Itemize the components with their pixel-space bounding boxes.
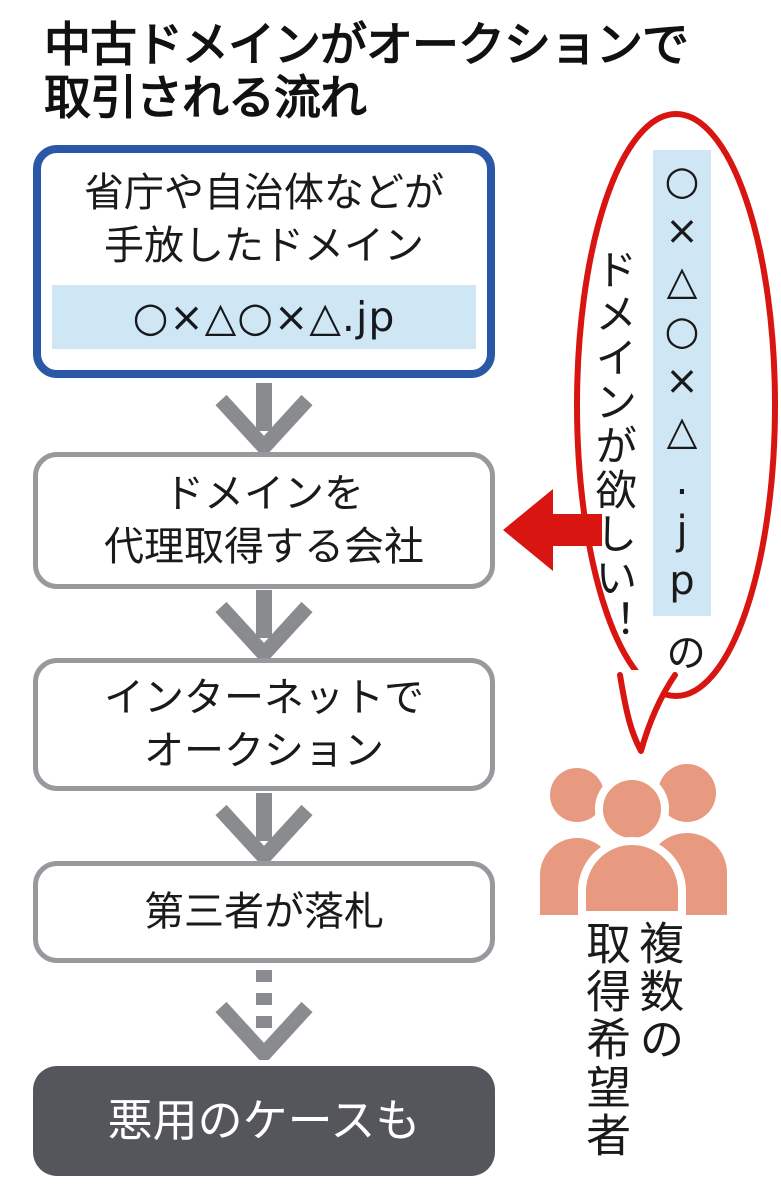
bubble-domain-text: ○×△○×△.jp の [652, 150, 712, 672]
flow-box-auction-line1: インターネットで [104, 674, 424, 721]
bubble-domain-highlight: ○×△○×△.jp [653, 150, 711, 616]
dashed-down-arrow-icon [215, 970, 313, 1060]
caption-line1: 複数の [631, 920, 685, 1064]
flow-box-source-line2: 手放したドメイン [104, 222, 424, 269]
source-domain-chip: ○×△○×△.jp [52, 284, 476, 349]
red-left-arrow-icon [503, 489, 602, 571]
page-title-line1: 中古ドメインがオークションで [44, 18, 689, 73]
speech-bubble-tail [617, 672, 678, 754]
flow-box-winner: 第三者が落札 [33, 861, 495, 963]
caption-line2: 取得希望者 [578, 920, 632, 1160]
flow-box-auction-line2: オークション [144, 727, 384, 774]
flow-box-agency-line2: 代理取得する会社 [104, 523, 424, 570]
speech-bubble [503, 111, 778, 754]
caption-multiple-bidders: 複数の 取得希望者 [578, 920, 684, 1160]
page-title: 中古ドメインがオークションで 取引される流れ [44, 18, 689, 126]
speech-bubble-tail-fill [622, 670, 673, 751]
down-arrow-icon [215, 383, 313, 453]
bubble-particle: の [659, 632, 705, 672]
flow-box-misuse: 悪用のケースも [33, 1066, 495, 1176]
people-group-icon [540, 764, 727, 915]
flow-box-source-line1: 省庁や自治体などが [84, 170, 444, 216]
flow-box-auction: インターネットで オークション [33, 658, 495, 791]
speech-bubble-outline [574, 111, 778, 699]
flow-box-source: 省庁や自治体などが 手放したドメイン ○×△○×△.jp [33, 145, 495, 378]
down-arrow-icon [215, 793, 313, 863]
flow-box-agency: ドメインを 代理取得する会社 [33, 452, 495, 589]
flow-box-misuse-label: 悪用のケースも [107, 1094, 421, 1148]
flow-box-winner-label: 第三者が落札 [144, 888, 384, 935]
down-arrow-icon [215, 590, 313, 660]
bubble-want-text: ドメインが欲しい！ [588, 248, 638, 644]
flow-box-agency-line1: ドメインを [164, 470, 364, 517]
page-title-line2: 取引される流れ [44, 70, 367, 126]
